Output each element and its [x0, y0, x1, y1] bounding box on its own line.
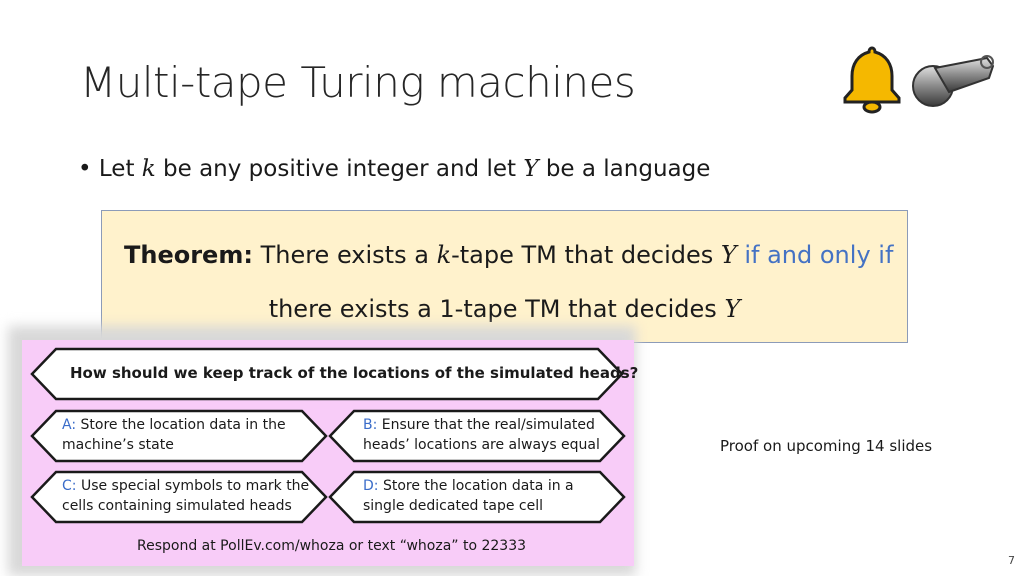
bullet-text: • Let k be any positive integer and let … [78, 156, 711, 182]
theorem-line-1: Theorem: There exists a k-tape TM that d… [124, 241, 894, 269]
proof-note: Proof on upcoming 14 slides [720, 437, 933, 455]
whistle-icon [905, 52, 1001, 112]
page-number: 7 [1008, 554, 1015, 567]
poll-option-a-text: A: Store the location data in the machin… [62, 417, 286, 453]
theorem-line-2: there exists a 1-tape TM that decides Y [268, 295, 741, 323]
var-y: Y [523, 156, 539, 182]
poll-option-c-text: C: Use special symbols to mark the cells… [62, 478, 310, 514]
bell-icon [840, 44, 904, 114]
slide-title: Multi-tape Turing machines [80, 58, 636, 107]
poll-option-c[interactable]: C: Use special symbols to mark the cells… [30, 470, 328, 524]
theorem-box: Theorem: There exists a k-tape TM that d… [101, 210, 908, 343]
poll-question-text: How should we keep track of the location… [70, 364, 639, 382]
poll-option-d-text: D: Store the location data in a single d… [363, 478, 574, 514]
poll-question: How should we keep track of the location… [30, 347, 638, 401]
iff-text: if and only if [736, 241, 894, 269]
bullet-dot: • [78, 156, 99, 182]
poll-option-b[interactable]: B: Ensure that the real/simulated heads’… [328, 409, 626, 463]
poll-respond-instructions: Respond at PollEv.com/whoza or text “who… [137, 538, 527, 554]
poll-option-b-text: B: Ensure that the real/simulated heads’… [363, 417, 600, 453]
var-k: k [141, 156, 156, 182]
poll-option-d[interactable]: D: Store the location data in a single d… [328, 470, 626, 524]
theorem-label: Theorem: [124, 241, 253, 269]
poll-option-a[interactable]: A: Store the location data in the machin… [30, 409, 328, 463]
